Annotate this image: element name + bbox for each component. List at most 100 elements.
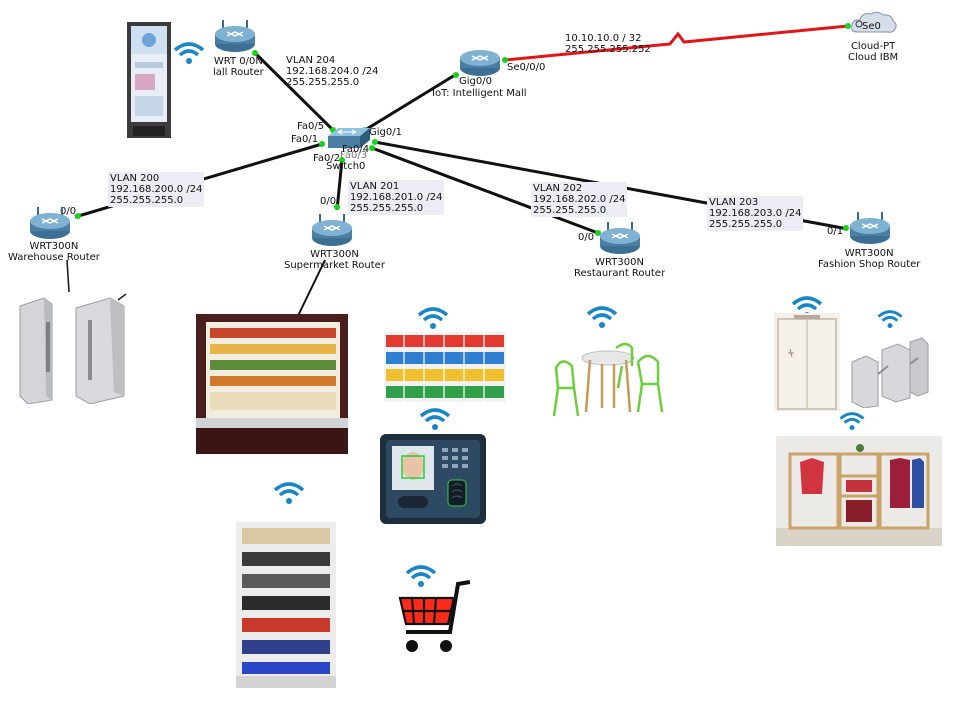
fashion-router-port: 0/1 — [827, 226, 844, 237]
vlan200-name: VLAN 200 — [110, 173, 160, 184]
restaurant-router-name: Restaurant Router — [574, 268, 666, 279]
digital-signage-kiosk-icon[interactable] — [127, 22, 171, 138]
vlan202-net: 192.168.202.0 /24 — [533, 194, 626, 205]
wifi-icon — [839, 412, 865, 431]
vlan200-net: 192.168.200.0 /24 — [110, 184, 203, 195]
mall-router-name: lall Router — [213, 67, 264, 78]
switch-port-fa01: Fa0/1 — [291, 134, 319, 145]
vlan201-name: VLAN 201 — [350, 181, 400, 192]
vlan204-mask: 255.255.255.0 — [286, 77, 360, 88]
vlan204-net: 192.168.204.0 /24 — [286, 66, 379, 77]
vlan200-mask: 255.255.255.0 — [110, 195, 184, 206]
cloud-type: Cloud-PT — [850, 41, 896, 52]
mall-router[interactable] — [213, 18, 257, 54]
restaurant-router[interactable] — [598, 222, 642, 256]
router-icon — [460, 50, 500, 76]
cloud-name: Cloud IBM — [848, 52, 899, 63]
fashion-router[interactable] — [848, 212, 892, 246]
router-icon — [850, 212, 890, 244]
vlan201-net: 192.168.201.0 /24 — [350, 192, 443, 203]
vlan202-name: VLAN 202 — [533, 183, 583, 194]
router-icon — [215, 20, 255, 52]
router-icon — [30, 207, 70, 239]
supermarket-router-name: Supermarket Router — [284, 260, 385, 271]
switch-port-gig01: Gig0/1 — [369, 127, 402, 138]
fashion-router-name: Fashion Shop Router — [818, 259, 921, 270]
wifi-icon — [419, 408, 451, 430]
warehouse-router-name: Warehouse Router — [8, 252, 100, 263]
fashion-router-model: WRT300N — [844, 248, 894, 259]
link-warehouse-gate — [66, 259, 70, 293]
serial-net: 10.10.10.0 / 32 — [565, 33, 642, 44]
vlan202-mask: 255.255.255.0 — [533, 205, 607, 216]
clothing-rack-icon[interactable] — [776, 436, 942, 546]
switch-port-fa05: Fa0/5 — [297, 121, 325, 132]
refrigerated-display-case-icon[interactable] — [196, 314, 348, 454]
wifi-icon — [405, 565, 437, 587]
cafe-table-chairs-icon[interactable] — [552, 338, 664, 420]
restaurant-router-port: 0/0 — [578, 232, 595, 243]
wifi-icon — [877, 310, 903, 329]
warehouse-router-port: 0/0 — [60, 206, 77, 217]
vlan203-name: VLAN 203 — [709, 197, 759, 208]
vlan204-name: VLAN 204 — [286, 55, 336, 66]
iot-router-gig-port: Gig0/0 — [459, 76, 492, 87]
switch-port-fa03: Fa0/3 — [340, 150, 368, 161]
link-switch-supermarket — [335, 159, 344, 211]
mall-router-model: WRT — [213, 56, 237, 67]
shopping-cart-icon[interactable] — [392, 578, 476, 660]
product-shelf-icon[interactable] — [236, 522, 336, 688]
cloud-port: Se0 — [862, 21, 881, 32]
vlan203-mask: 255.255.255.0 — [709, 219, 783, 230]
warehouse-router-model: WRT300N — [29, 241, 79, 252]
supermarket-router-port: 0/0 — [320, 196, 337, 207]
wifi-icon — [273, 482, 305, 504]
iot-router-name: IoT: Intelligent Mall — [432, 88, 527, 99]
link-iot-cloud-serial — [504, 24, 849, 62]
product-shelf-icon[interactable] — [384, 332, 506, 402]
wifi-icon — [586, 306, 618, 328]
router-icon — [600, 222, 640, 254]
link-mall-switch — [253, 51, 335, 132]
switch-icon — [328, 128, 370, 148]
iot-router[interactable] — [458, 48, 502, 78]
router-icon — [312, 214, 352, 246]
face-recognition-terminal-icon[interactable] — [380, 434, 486, 524]
wifi-icon — [417, 307, 449, 329]
mall-router-port: 0/0N — [239, 56, 263, 67]
automatic-door-icon[interactable] — [774, 313, 840, 411]
supermarket-router[interactable] — [310, 214, 354, 248]
cloud-icon — [851, 11, 897, 33]
warehouse-router[interactable] — [28, 207, 72, 241]
cloud-ibm[interactable] — [850, 10, 898, 36]
switch-port-fa02: Fa0/2 — [313, 153, 341, 164]
supermarket-router-model: WRT300N — [310, 249, 359, 260]
vlan201-mask: 255.255.255.0 — [350, 203, 424, 214]
iot-router-serial-port: Se0/0/0 — [507, 62, 546, 73]
serial-mask: 255.255.255.252 — [565, 44, 651, 55]
turnstile-gate-icon[interactable] — [848, 336, 930, 408]
switch-name: Switch0 — [326, 161, 366, 172]
turnstile-gate-icon[interactable] — [18, 292, 130, 404]
switch0[interactable] — [326, 126, 372, 152]
switch-port-fa04: Fa0/4 — [342, 144, 370, 155]
link-switch-restaurant — [371, 146, 599, 235]
restaurant-router-model: WRT300N — [595, 257, 644, 268]
link-supermarket-fridge — [295, 259, 326, 321]
link-switch-iot — [364, 73, 456, 132]
wifi-icon — [173, 42, 205, 64]
vlan203-net: 192.168.203.0 /24 — [709, 208, 802, 219]
